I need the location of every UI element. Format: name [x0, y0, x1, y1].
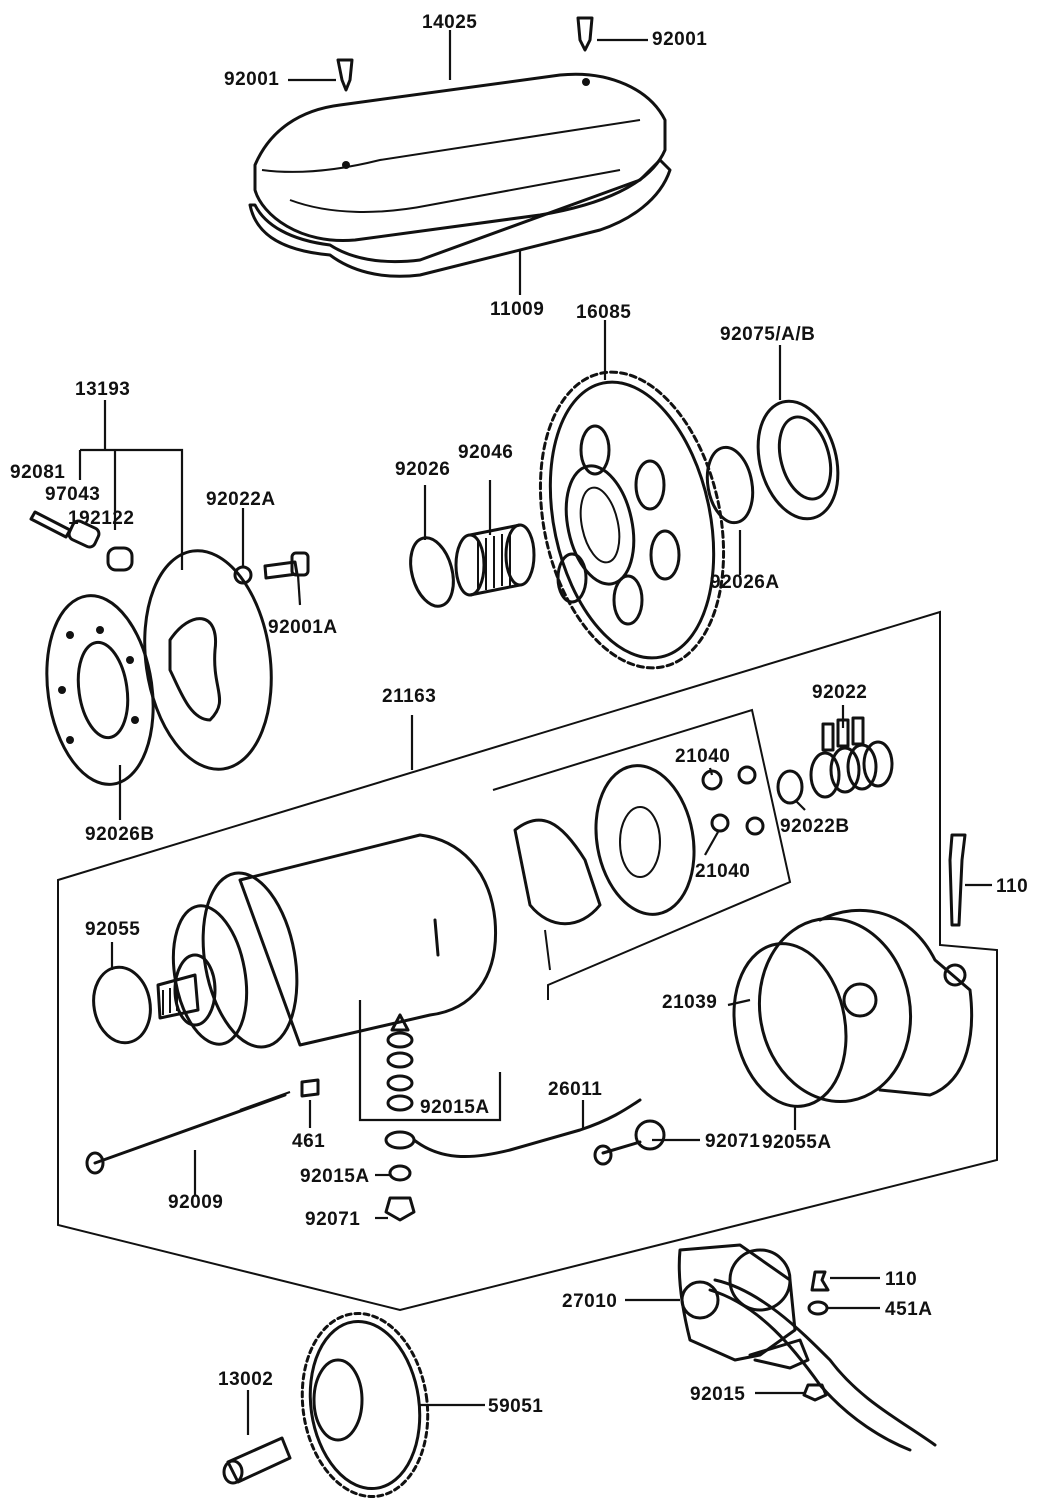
label-21039: 21039: [662, 992, 717, 1013]
rear-housing-21039: [757, 908, 974, 1104]
label-92022A: 92022A: [206, 489, 276, 510]
label-92022B: 92022B: [780, 816, 850, 837]
label-21040-top: 21040: [675, 746, 730, 767]
label-92022: 92022: [812, 682, 867, 703]
pin-13002: [222, 1436, 292, 1485]
washer-92026A: [705, 445, 755, 525]
label-92009: 92009: [168, 1192, 223, 1213]
label-13002: 13002: [218, 1369, 273, 1390]
label-92081: 92081: [10, 462, 65, 483]
label-14025: 14025: [422, 12, 477, 33]
nut-92015: [802, 1383, 828, 1402]
label-21163: 21163: [382, 686, 436, 707]
clutch-housing: [143, 549, 273, 771]
label-92055: 92055: [85, 919, 140, 940]
washer-461: [300, 1078, 320, 1098]
through-bolt-92009: [85, 1091, 291, 1175]
label-16085: 16085: [576, 302, 631, 323]
label-461: 461: [292, 1131, 325, 1152]
label-92015A-top: 92015A: [420, 1097, 490, 1118]
gear-16085: [538, 370, 726, 670]
bolt-110-top: [948, 833, 967, 927]
screw-92001-right: [576, 16, 594, 86]
label-92075-a-b: 92075/A/B: [720, 324, 815, 345]
starter-motor-21163: [156, 833, 498, 1049]
label-92046: 92046: [458, 442, 513, 463]
label-13193: 13193: [75, 379, 130, 400]
label-92026B: 92026B: [85, 824, 155, 845]
part-labels: 14025 92001 92001 11009 16085 92075/A/B …: [10, 12, 1028, 1417]
end-plate: [594, 764, 765, 916]
leader-lines: [78, 30, 992, 1435]
label-110-bottom: 110: [885, 1269, 917, 1290]
label-92001A: 92001A: [268, 617, 338, 638]
label-92026: 92026: [395, 459, 450, 480]
label-27010: 27010: [562, 1291, 617, 1312]
label-92001-right: 92001: [652, 29, 707, 50]
cover-14025: [253, 72, 667, 243]
cable-26011: [412, 1098, 666, 1166]
shim-92075: [756, 399, 840, 521]
label-11009: 11009: [490, 299, 544, 320]
label-92026A: 92026A: [710, 572, 780, 593]
screw-110-bottom: [810, 1270, 830, 1292]
gasket-11009: [248, 158, 672, 278]
label-92043: 97043: [45, 484, 100, 505]
label-21040-bottom: 21040: [695, 861, 750, 882]
label-26011: 26011: [548, 1079, 602, 1100]
bearing-92046: [454, 523, 536, 597]
label-92015A-bottom: 92015A: [300, 1166, 370, 1187]
pin-group-13193: [29, 510, 134, 572]
label-59051: 59051: [488, 1396, 543, 1417]
plate-92026B: [45, 594, 155, 786]
starter-assembly-outline: [57, 610, 998, 1312]
washer-451A: [807, 1300, 829, 1316]
label-110-top: 110: [996, 876, 1028, 897]
label-92001-left: 92001: [224, 69, 279, 90]
washer-stack-92022: [809, 716, 894, 799]
o-ring-92055A: [732, 942, 848, 1108]
screw-92001-left: [336, 58, 354, 169]
terminal-nut-stack: [384, 1013, 416, 1222]
brush-plate-outline: [492, 708, 792, 1000]
washer-92022B: [776, 769, 804, 805]
label-92071-bottom: 92071: [305, 1209, 360, 1230]
label-92015: 92015: [690, 1384, 745, 1405]
label-92071-right: 92071: [705, 1131, 760, 1152]
label-451A: 451A: [885, 1299, 932, 1320]
label-92122: 192122: [68, 508, 134, 529]
gear-59051: [300, 1311, 430, 1499]
o-ring-92055: [92, 965, 152, 1045]
bolt-92001A: [263, 551, 310, 580]
brush-holder: [513, 818, 602, 971]
ring-92026: [409, 536, 455, 608]
label-92055A: 92055A: [762, 1132, 832, 1153]
